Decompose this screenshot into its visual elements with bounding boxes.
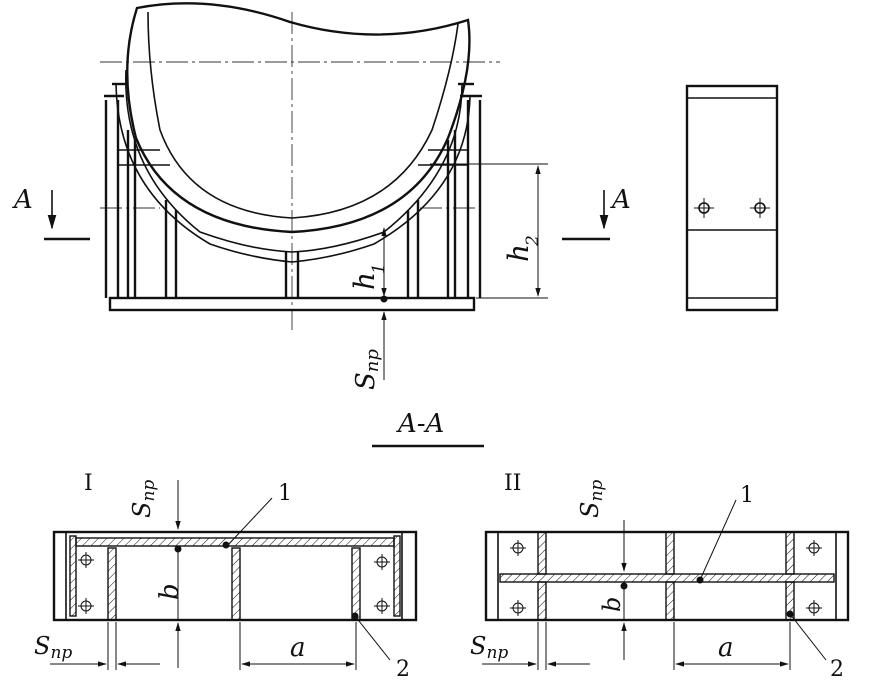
svg-text:2: 2: [830, 657, 844, 682]
svg-text:1: 1: [740, 483, 754, 508]
rib-2: [351, 547, 361, 621]
svg-text:h: h: [348, 272, 381, 290]
svg-text:2: 2: [523, 235, 543, 247]
svg-text:h: h: [502, 244, 535, 262]
svg-text:Snp: Snp: [34, 632, 72, 663]
measurement-point: [380, 295, 388, 303]
saddle-frame: [104, 82, 482, 298]
svg-text:A: A: [12, 185, 33, 215]
svg-text:Snp: Snp: [351, 349, 383, 390]
svg-text:I: I: [84, 471, 93, 496]
variant-2-section: II b Snp a: [470, 471, 850, 682]
rib-1: [75, 537, 395, 547]
base-plate: [108, 296, 476, 312]
section-mark-left: A: [12, 185, 90, 241]
svg-text:Snp: Snp: [576, 480, 607, 518]
svg-text:a: a: [718, 633, 734, 663]
side-view: [685, 84, 779, 312]
svg-text:Snp: Snp: [470, 632, 508, 663]
dimension-h2: h 2: [430, 163, 548, 299]
svg-text:1: 1: [278, 481, 292, 506]
svg-text:a: a: [290, 633, 306, 663]
svg-text:A: A: [610, 185, 631, 215]
svg-text:Snp: Snp: [128, 480, 159, 518]
section-title: A-A: [372, 409, 484, 448]
rib-2: [785, 581, 795, 621]
svg-text:A-A: A-A: [396, 409, 444, 439]
variant-1-section: I b Snp a: [34, 471, 418, 682]
dimension-h1: h 1: [348, 227, 389, 297]
svg-text:b: b: [155, 583, 185, 600]
snp-load-front: Snp: [351, 311, 387, 390]
svg-text:2: 2: [396, 657, 410, 682]
svg-text:II: II: [504, 471, 521, 496]
svg-text:b: b: [598, 597, 626, 612]
section-mark-right: A: [562, 185, 631, 241]
pipe: [115, 2, 471, 263]
front-view: A A h 1 h 2 Snp: [12, 2, 631, 390]
rib-1: [499, 573, 835, 583]
svg-text:1: 1: [369, 263, 389, 274]
